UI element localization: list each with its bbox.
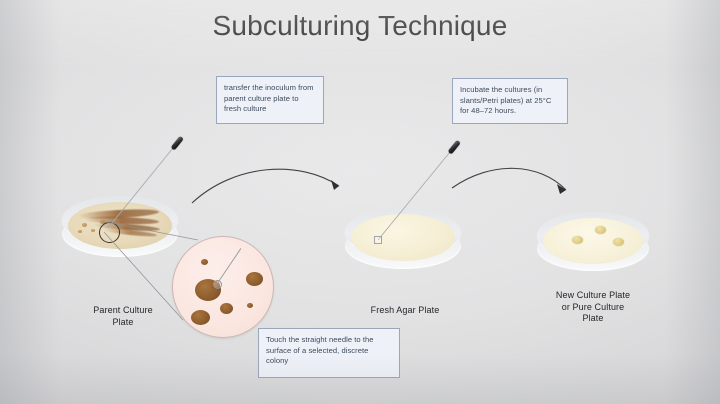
- new-culture-plate-label: New Culture Plate or Pure Culture Plate: [555, 290, 631, 323]
- arrow-fresh-to-new: [451, 167, 567, 194]
- callout-incubate-cultures: Incubate the cultures (in slants/Petri p…: [452, 78, 568, 124]
- magnifier-leader-top: [105, 221, 199, 241]
- colony-magnifier-inset: [172, 236, 274, 338]
- magnifier-leader-bottom: [103, 231, 184, 321]
- colony: [220, 303, 233, 314]
- new-culture-plate: [537, 212, 649, 276]
- agar-surface: [350, 213, 456, 262]
- bacterial-streaks: [68, 202, 172, 250]
- parent-culture-plate-label: Parent Culture Plate: [93, 305, 153, 327]
- colony: [191, 310, 210, 325]
- colony: [247, 303, 253, 308]
- colony: [201, 259, 208, 265]
- colony: [246, 272, 263, 286]
- needle-parent-wire: [107, 147, 174, 229]
- colony: [595, 226, 607, 235]
- parent-culture-plate: [62, 196, 178, 262]
- arrow-parent-to-fresh: [191, 168, 340, 204]
- colony: [613, 237, 625, 246]
- page-title: Subculturing Technique: [212, 10, 508, 41]
- needle-magnifier-tip: [213, 280, 222, 289]
- callout-transfer-inoculum: transfer the inoculum from parent cultur…: [216, 76, 324, 124]
- agar-surface: [542, 217, 644, 264]
- needle-fresh-wire: [377, 151, 451, 241]
- fresh-agar-plate-label: Fresh Agar Plate: [370, 305, 440, 315]
- needle-fresh-tip: [374, 236, 382, 244]
- fresh-agar-plate: [345, 208, 461, 274]
- colony: [571, 236, 583, 245]
- callout-touch-needle: Touch the straight needle to the surface…: [258, 328, 400, 378]
